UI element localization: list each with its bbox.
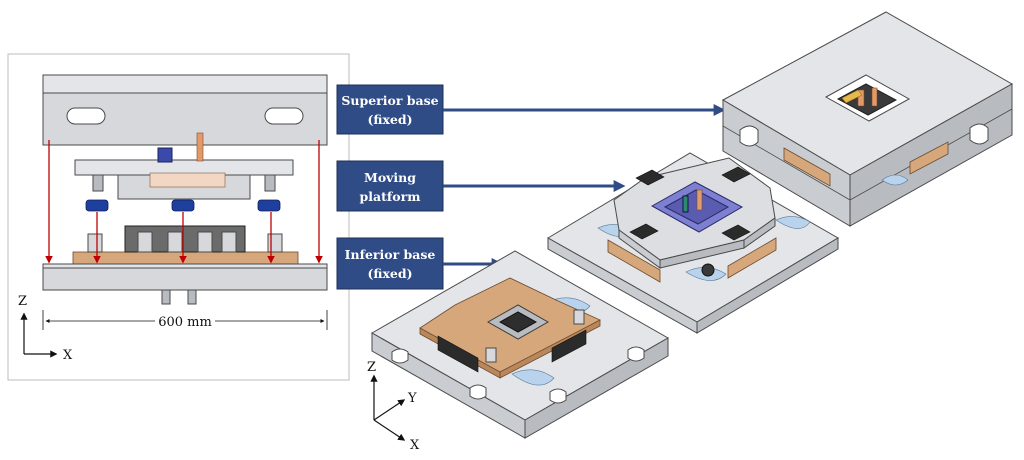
label-superior-line2: (fixed) (367, 112, 412, 127)
front-inferior-base (42, 225, 328, 305)
label-moving-line1: Moving (364, 170, 416, 185)
label-moving-line2: platform (360, 189, 421, 204)
iso-inferior-base (370, 250, 670, 439)
front-superior-base (42, 74, 328, 146)
front-moving-platform (74, 132, 294, 212)
front-assembly-arrows (45, 140, 323, 264)
front-axis-x-label: X (63, 348, 73, 363)
label-inferior-base: Inferior base (fixed) (336, 237, 444, 290)
iso-axis-y-label: Y (407, 391, 417, 406)
label-superior-line1: Superior base (341, 93, 438, 108)
iso-axes: Z Y X (367, 360, 420, 453)
iso-moving-platform (547, 152, 839, 334)
front-view-panel: 600 mm Z X (7, 53, 350, 381)
iso-superior-base (721, 11, 1014, 227)
label-moving-platform: Moving platform (336, 160, 444, 212)
label-inferior-line2: (fixed) (367, 266, 412, 281)
front-axis-z-label: Z (18, 294, 27, 309)
label-superior-base: Superior base (fixed) (336, 84, 444, 135)
front-axes: Z X (18, 294, 73, 363)
iso-axis-z-label: Z (367, 360, 376, 375)
front-dimension: 600 mm (42, 310, 328, 330)
pointer-arrows (443, 104, 726, 270)
iso-axis-x-label: X (410, 438, 420, 453)
label-inferior-line1: Inferior base (345, 247, 436, 262)
dimension-label: 600 mm (158, 315, 212, 330)
